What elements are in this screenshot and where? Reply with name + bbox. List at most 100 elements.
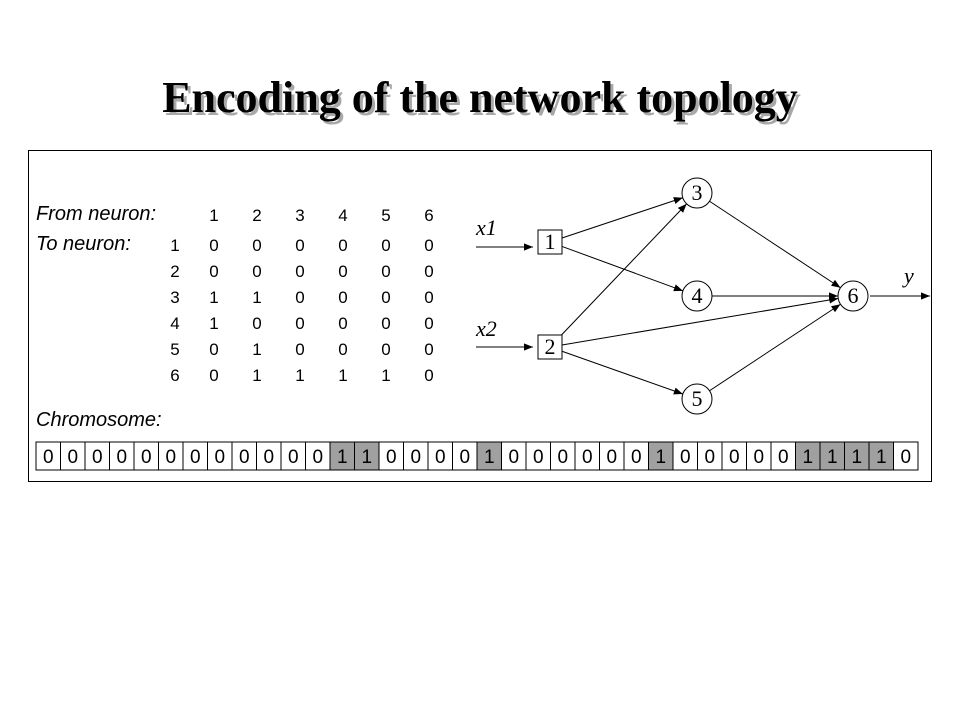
chromosome-bit: 0 bbox=[557, 447, 568, 468]
chromosome-bit: 0 bbox=[312, 447, 323, 468]
matrix-row-header: 5 bbox=[170, 340, 179, 359]
chromosome-cell bbox=[672, 441, 698, 471]
matrix-cell: 0 bbox=[381, 262, 390, 281]
chromosome-bit: 0 bbox=[239, 447, 250, 468]
chromosome-bit: 0 bbox=[508, 447, 519, 468]
chromosome-bit: 1 bbox=[655, 447, 666, 468]
chromosome-bit: 0 bbox=[582, 447, 593, 468]
chromosome-cell bbox=[893, 441, 919, 471]
chromosome-bit: 0 bbox=[165, 447, 176, 468]
matrix-cell: 0 bbox=[295, 314, 304, 333]
chromosome-bit: 0 bbox=[459, 447, 470, 468]
matrix-cell: 1 bbox=[381, 366, 390, 385]
chromosome-cell bbox=[329, 441, 355, 471]
chromosome-bit: 0 bbox=[900, 447, 911, 468]
chromosome-bit: 0 bbox=[67, 447, 78, 468]
chromosome-cell bbox=[60, 441, 86, 471]
chromosome-bit: 0 bbox=[214, 447, 225, 468]
chromosome-bit: 0 bbox=[631, 447, 642, 468]
chromosome-bit: 0 bbox=[778, 447, 789, 468]
edge-2-6 bbox=[561, 296, 839, 346]
neuron-2: 2 bbox=[537, 334, 563, 360]
matrix-cell: 0 bbox=[295, 340, 304, 359]
chromosome-bit: 0 bbox=[680, 447, 691, 468]
chromosome-cell bbox=[501, 441, 527, 471]
matrix-col-header: 3 bbox=[295, 206, 304, 225]
matrix-cell: 0 bbox=[424, 366, 433, 385]
matrix-row-header: 4 bbox=[170, 314, 179, 333]
chromosome-bit: 0 bbox=[704, 447, 715, 468]
matrix-col-header: 5 bbox=[381, 206, 390, 225]
figure-frame bbox=[28, 150, 932, 482]
matrix-col-header: 1 bbox=[209, 206, 218, 225]
edge-5-6 bbox=[709, 303, 841, 392]
chromosome-cell bbox=[819, 441, 845, 471]
matrix-cell: 0 bbox=[338, 236, 347, 255]
chromosome-cell bbox=[231, 441, 257, 471]
matrix-cell: 0 bbox=[252, 314, 261, 333]
matrix-col-header: 2 bbox=[252, 206, 261, 225]
chromosome-bit: 0 bbox=[606, 447, 617, 468]
matrix-cell: 0 bbox=[338, 262, 347, 281]
chromosome-bit: 0 bbox=[43, 447, 54, 468]
chromosome-cell bbox=[795, 441, 821, 471]
to-neuron-label: To neuron: bbox=[36, 233, 131, 255]
chromosome-cell bbox=[623, 441, 649, 471]
matrix-cell: 0 bbox=[381, 314, 390, 333]
matrix-cell: 0 bbox=[424, 262, 433, 281]
matrix-cell: 1 bbox=[338, 366, 347, 385]
matrix-col-header: 4 bbox=[338, 206, 347, 225]
neuron-label: 1 bbox=[545, 229, 556, 254]
chromosome-cell bbox=[648, 441, 674, 471]
chromosome-bit: 0 bbox=[533, 447, 544, 468]
chromosome-cell bbox=[550, 441, 576, 471]
matrix-cell: 0 bbox=[381, 288, 390, 307]
edge-1-3 bbox=[561, 197, 683, 239]
chromosome-cell bbox=[476, 441, 502, 471]
neuron-circle bbox=[681, 383, 713, 415]
from-neuron-label: From neuron: bbox=[36, 203, 156, 225]
neuron-label: 3 bbox=[692, 180, 703, 205]
matrix-cell: 0 bbox=[424, 236, 433, 255]
matrix-cell: 0 bbox=[252, 262, 261, 281]
input-x2-label: x2 bbox=[475, 316, 497, 341]
matrix-cell: 0 bbox=[424, 314, 433, 333]
chromosome-cell bbox=[574, 441, 600, 471]
edge-3-6 bbox=[709, 200, 841, 289]
matrix-row-header: 1 bbox=[170, 236, 179, 255]
neuron-box bbox=[537, 334, 563, 360]
chromosome-cell bbox=[868, 441, 894, 471]
neuron-3: 3 bbox=[681, 177, 713, 209]
chromosome-cell bbox=[35, 441, 61, 471]
matrix-cell: 0 bbox=[424, 288, 433, 307]
neuron-label: 2 bbox=[545, 334, 556, 359]
matrix-cell: 0 bbox=[295, 288, 304, 307]
matrix-cell: 0 bbox=[338, 340, 347, 359]
chromosome-bit: 1 bbox=[876, 447, 887, 468]
neuron-circle bbox=[837, 280, 869, 312]
matrix-cell: 1 bbox=[209, 288, 218, 307]
chromosome-bit: 0 bbox=[92, 447, 103, 468]
matrix-cell: 0 bbox=[381, 340, 390, 359]
chromosome-bit: 0 bbox=[435, 447, 446, 468]
edge-1-4 bbox=[561, 245, 684, 292]
neuron-label: 4 bbox=[692, 283, 703, 308]
neuron-label: 5 bbox=[692, 386, 703, 411]
chromosome-bit: 0 bbox=[753, 447, 764, 468]
chromosome-bit: 1 bbox=[337, 447, 348, 468]
matrix-cell: 1 bbox=[209, 314, 218, 333]
edge-2-5 bbox=[561, 350, 684, 395]
matrix-cell: 0 bbox=[295, 262, 304, 281]
matrix-cell: 1 bbox=[252, 366, 261, 385]
neuron-circle bbox=[681, 177, 713, 209]
chromosome-bit: 1 bbox=[361, 447, 372, 468]
chromosome-cell bbox=[427, 441, 453, 471]
chromosome-bit: 1 bbox=[484, 447, 495, 468]
matrix-row-header: 3 bbox=[170, 288, 179, 307]
matrix-cell: 1 bbox=[252, 340, 261, 359]
chromosome-bit: 0 bbox=[190, 447, 201, 468]
